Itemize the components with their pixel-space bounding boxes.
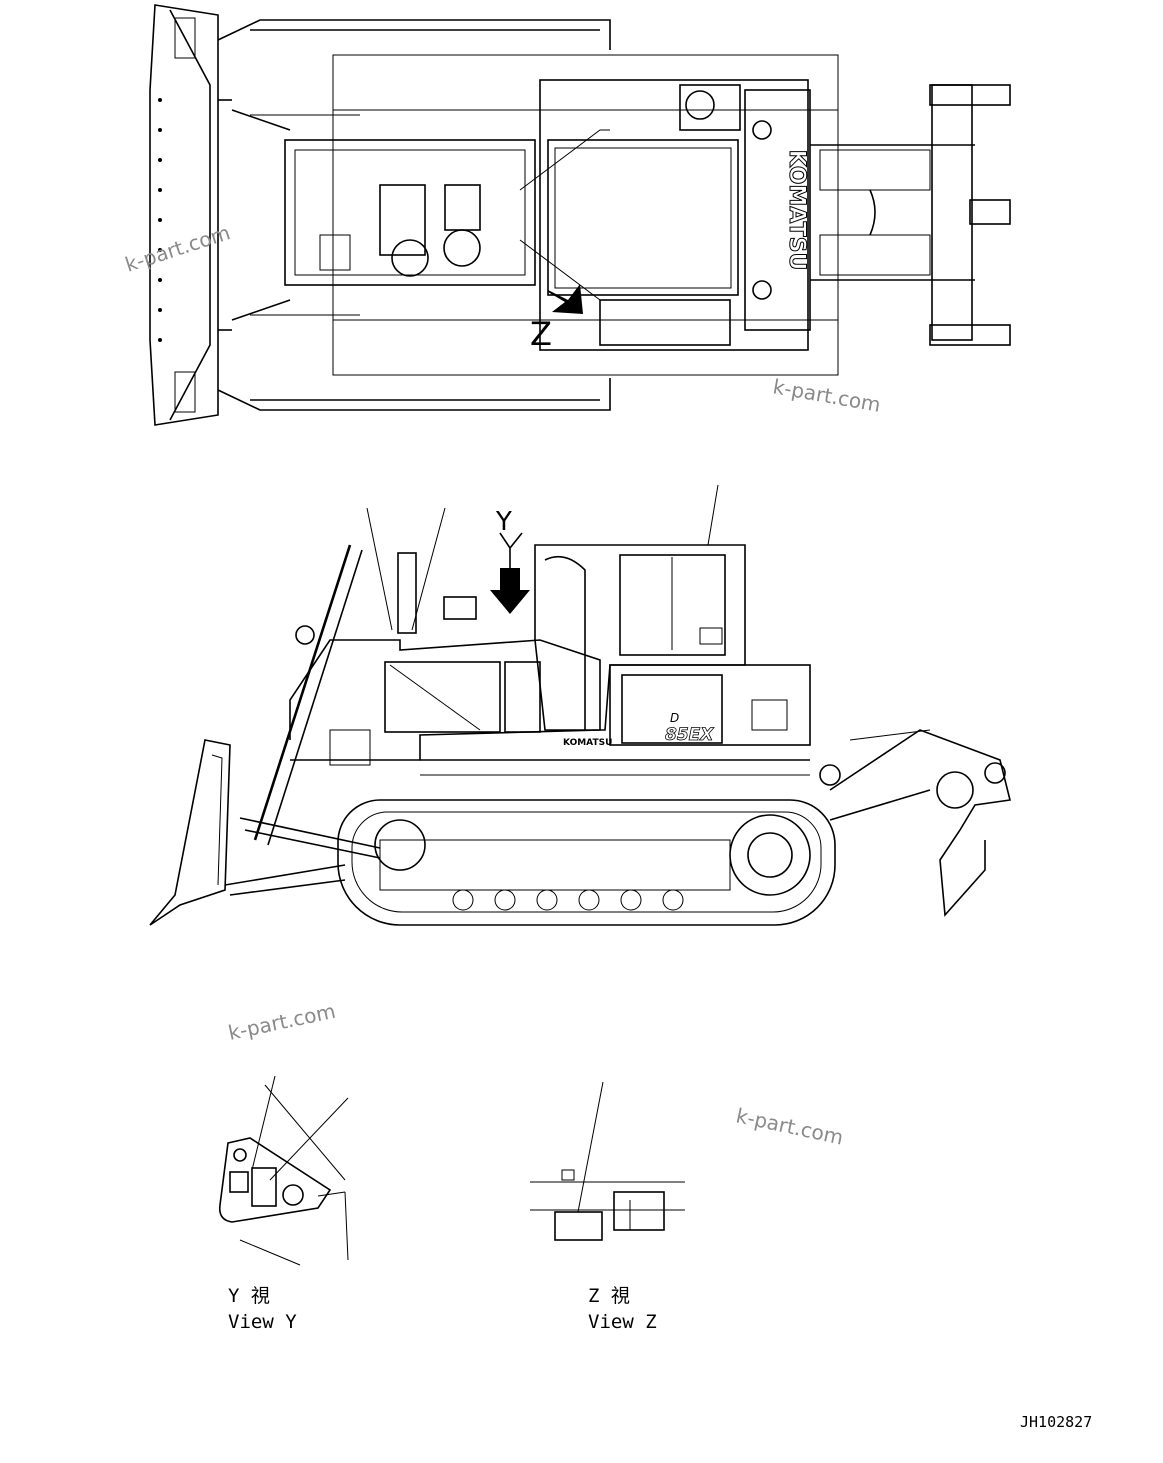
side-view-brand-label: KOMATSU (563, 738, 612, 748)
watermark-2: k-part.com (771, 374, 882, 417)
side-view-ripper (819, 729, 1011, 917)
top-view-blade (149, 4, 232, 426)
z-view-arrow: Z (530, 284, 583, 353)
view-z-detail: Z 視 View Z (530, 1081, 685, 1333)
view-y-label-en: View Y (228, 1311, 297, 1333)
side-view-blade (149, 739, 381, 926)
drawing-code: JH102827 (1020, 1413, 1092, 1431)
y-view-marker: Y (495, 507, 512, 537)
watermark-3: k-part.com (226, 999, 338, 1045)
top-view: KOMATSU Z (149, 4, 1011, 426)
side-view: Y D 85EX KOMATSU (149, 484, 1011, 926)
watermark-1: k-part.com (122, 220, 233, 276)
z-view-marker: Z (530, 315, 552, 353)
top-view-brand-label: KOMATSU (784, 150, 809, 271)
view-z-label-en: View Z (588, 1311, 657, 1333)
view-y-detail: Y 視 View Y (218, 1075, 349, 1333)
y-view-arrow: Y (490, 507, 530, 614)
top-view-ripper (810, 84, 1011, 346)
side-view-model-label: 85EX (665, 725, 714, 745)
view-y-label-jp: Y 視 (228, 1285, 270, 1307)
view-z-label-jp: Z 視 (588, 1285, 630, 1307)
side-view-model-prefix: D (670, 711, 679, 725)
watermark-4: k-part.com (734, 1103, 846, 1149)
